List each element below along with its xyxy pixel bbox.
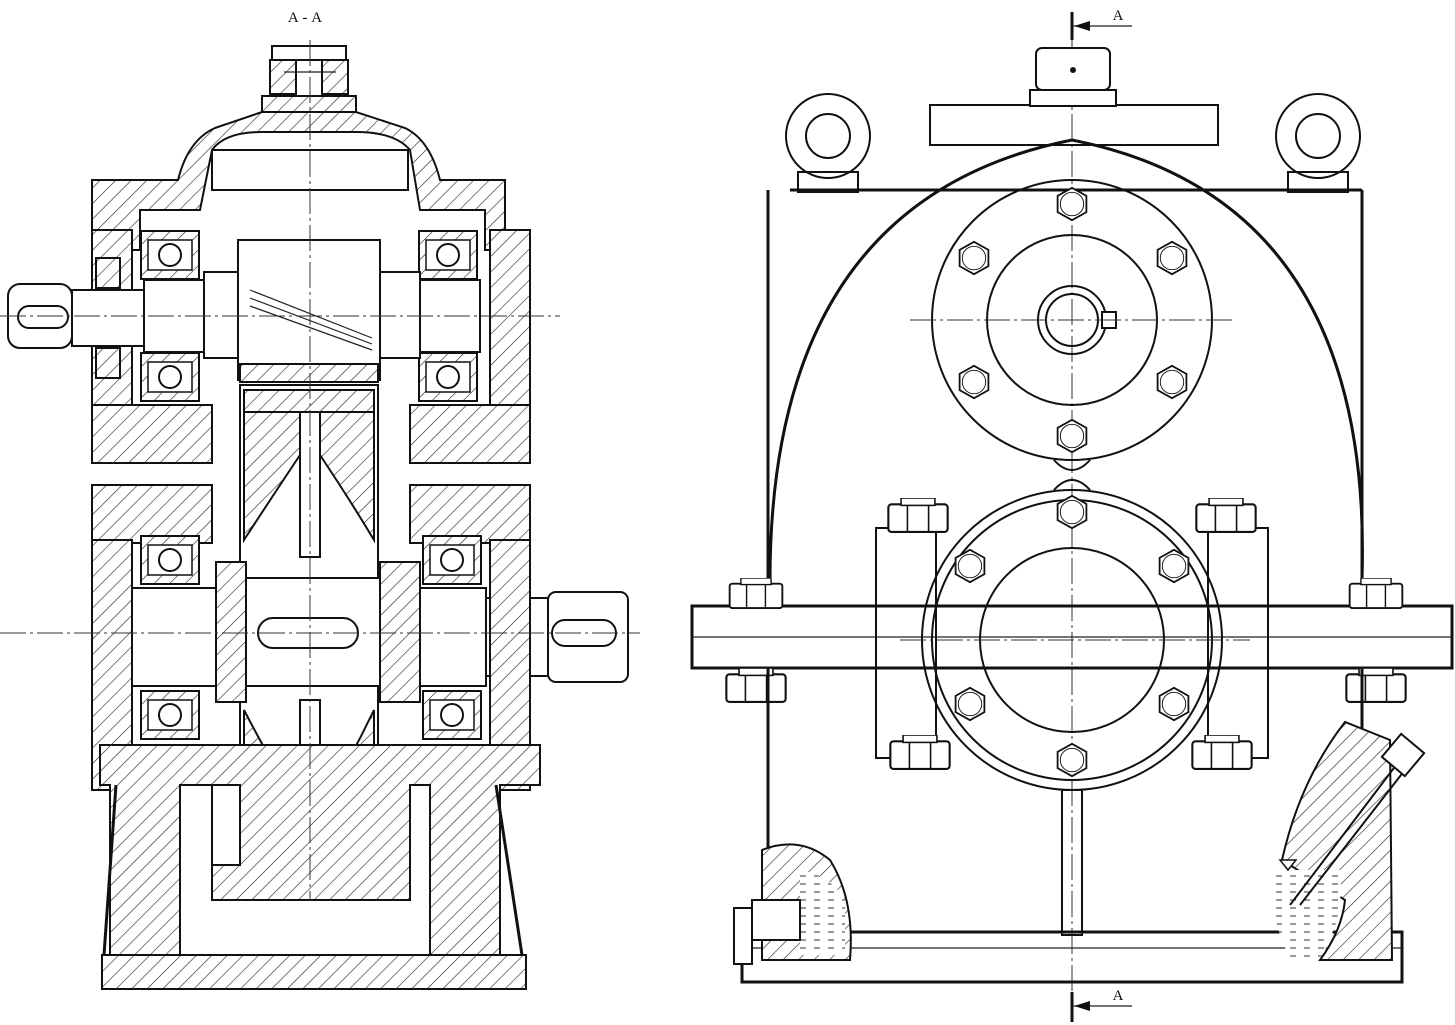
flange-bosses — [875, 498, 1269, 770]
cut-marker-top: А — [1070, 8, 1132, 40]
input-shaft — [7, 257, 481, 379]
output-shaft — [131, 559, 629, 715]
inspection-cover — [929, 47, 1219, 146]
section-title: А - А — [288, 10, 322, 26]
lifting-eye-left — [785, 93, 871, 193]
right-wall-upper — [489, 229, 531, 421]
cut-label-bottom: А — [1113, 988, 1124, 1004]
cut-label-top: А — [1113, 8, 1124, 24]
pinion — [237, 239, 381, 383]
drain-plug-section — [733, 843, 852, 965]
breather-plug — [261, 45, 357, 117]
cut-marker-bottom: А — [1070, 988, 1132, 1022]
housing-base — [99, 744, 541, 990]
upper-housing — [766, 138, 1364, 581]
oil-dipstick-section — [1270, 720, 1426, 961]
lifting-eye-right — [1275, 93, 1361, 193]
housing-cover — [91, 111, 506, 251]
parting-flange-front — [690, 578, 1454, 704]
front-view: А А — [690, 8, 1454, 1022]
section-view-a-a: А - А — [0, 10, 640, 990]
parting-flange — [91, 404, 213, 464]
